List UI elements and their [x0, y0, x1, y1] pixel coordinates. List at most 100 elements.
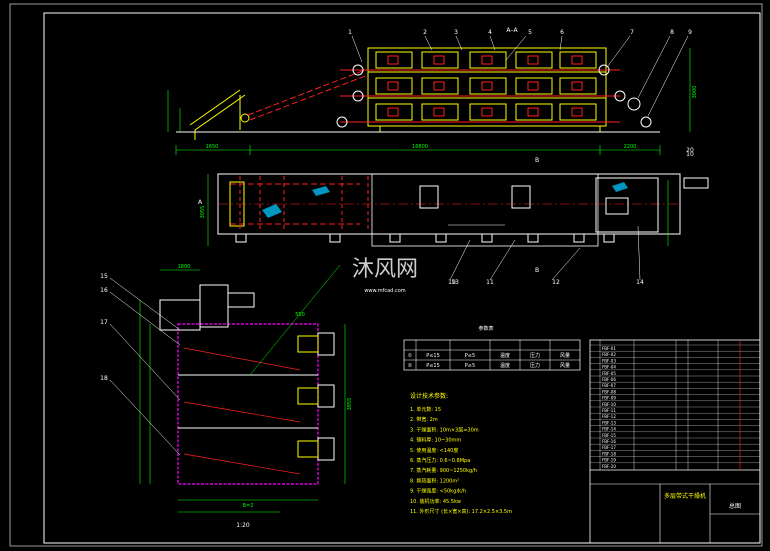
heater-box	[559, 103, 597, 121]
callout-14: 14	[636, 279, 644, 286]
fan-unit	[573, 233, 585, 243]
parameter-cell: 温度	[500, 362, 510, 369]
scale-label: 1:20	[236, 522, 250, 529]
note-item: 6. 蒸汽压力: 0.6~0.8Mpa	[410, 457, 470, 464]
callout-3: 3	[454, 29, 458, 36]
callout-4: 4	[488, 29, 492, 36]
heater-core	[433, 81, 445, 91]
callout-13: 13	[451, 279, 459, 286]
fan-unit	[329, 233, 341, 243]
dim-section-height: 3855	[347, 398, 353, 411]
heater-box	[421, 103, 459, 121]
dim-section-top: 1800	[178, 264, 191, 270]
section-a-label: A	[198, 199, 203, 206]
note-item: 11. 外形尺寸 (长×宽×高): 17.2×2.5×3.5m	[410, 508, 512, 515]
heater-box	[375, 77, 413, 95]
heater-core	[527, 81, 539, 91]
fan-unit	[603, 233, 615, 243]
heater-core	[481, 55, 493, 65]
heater-core	[571, 107, 583, 117]
parameter-table	[403, 339, 581, 371]
notes-title: 设计技术参数:	[410, 392, 448, 400]
elevation-view	[167, 35, 691, 155]
drawing-name: 多层带式干燥机	[664, 492, 706, 500]
callout-20: 20	[686, 147, 694, 154]
callout-6: 6	[560, 29, 564, 36]
parameter-cell: 温度	[500, 352, 510, 359]
parameter-cell: ②	[408, 363, 413, 369]
note-item: 9. 干燥强度: <50kg水/h	[410, 488, 466, 495]
parameter-cell: 风量	[560, 362, 570, 369]
parameter-cell: P≤15	[426, 363, 440, 369]
note-item: 10. 装机功率: 45.5kw	[410, 498, 461, 505]
heater-core	[387, 55, 399, 65]
bom-code: FBF-07	[602, 383, 616, 388]
callout-17: 17	[100, 319, 108, 326]
callout-11: 11	[486, 279, 494, 286]
callout-15: 15	[100, 273, 108, 280]
heater-box	[515, 77, 553, 95]
bom-code: FBF-18	[602, 451, 616, 456]
parameter-cell: ①	[408, 353, 413, 359]
bom-code: FBF-20	[602, 464, 616, 469]
dim-top-left: 1650	[206, 144, 219, 150]
callout-10: 10	[686, 151, 694, 158]
section-aa-label: A–A	[506, 27, 518, 34]
parameter-cell: 压力	[530, 362, 540, 369]
bom-code: FBF-13	[602, 420, 616, 425]
heater-box	[515, 103, 553, 121]
heater-box	[469, 51, 507, 69]
note-item: 5. 使用温度: <140度	[410, 447, 458, 454]
section-housing	[177, 323, 319, 485]
heater-box	[469, 77, 507, 95]
heater-core	[387, 81, 399, 91]
callout-16: 16	[100, 287, 108, 294]
bom-code: FBF-10	[602, 402, 616, 407]
note-item: 2. 带宽: 2m	[410, 416, 438, 423]
heater-box	[375, 51, 413, 69]
section-view	[109, 264, 346, 513]
heater-core	[527, 55, 539, 65]
watermark-brand: 沐风网	[352, 257, 418, 282]
note-item: 8. 换热面积: 1200m²	[410, 477, 459, 484]
heater-box	[375, 103, 413, 121]
bom-code: FBF-17	[602, 445, 616, 450]
callout-7: 7	[630, 29, 634, 36]
note-item: 4. 铺料厚: 10~30mm	[410, 437, 461, 444]
heater-core	[433, 55, 445, 65]
callout-9: 9	[688, 29, 692, 36]
bom-code: FBF-15	[602, 433, 616, 438]
parameter-cell: P≤5	[465, 363, 475, 369]
bom-code: FBF-05	[602, 371, 616, 376]
bom-code: FBF-02	[602, 352, 616, 357]
fan-unit	[527, 233, 539, 243]
parameter-cell: 压力	[530, 352, 540, 359]
heater-box	[559, 51, 597, 69]
dim-top-length: 16800	[412, 144, 428, 150]
drawing-border	[43, 12, 761, 544]
sheet-border	[9, 3, 763, 547]
heater-core	[571, 81, 583, 91]
bom-code: FBF-11	[602, 408, 616, 413]
watermark-url: www.mfcad.com	[364, 288, 405, 294]
dim-plan-width: 3055	[200, 206, 206, 219]
bom-code: FBF-01	[602, 346, 616, 351]
callout-8: 8	[670, 29, 674, 36]
heater-box	[559, 77, 597, 95]
fan-unit	[481, 233, 493, 243]
callout-5: 5	[528, 29, 532, 36]
fan-unit	[235, 233, 247, 243]
note-item: 1. 单元数: 15	[410, 406, 441, 413]
bom-code: FBF-03	[602, 358, 616, 363]
title-block	[589, 339, 761, 544]
bom-code: FBF-14	[602, 427, 616, 432]
heater-box	[421, 77, 459, 95]
fan-unit	[435, 233, 447, 243]
heater-core	[481, 81, 493, 91]
dim-section-bottom: B=2	[243, 503, 254, 509]
parameter-cell: 风量	[560, 352, 570, 359]
callout-1: 1	[348, 29, 352, 36]
dim-section-right: 550	[295, 312, 305, 318]
